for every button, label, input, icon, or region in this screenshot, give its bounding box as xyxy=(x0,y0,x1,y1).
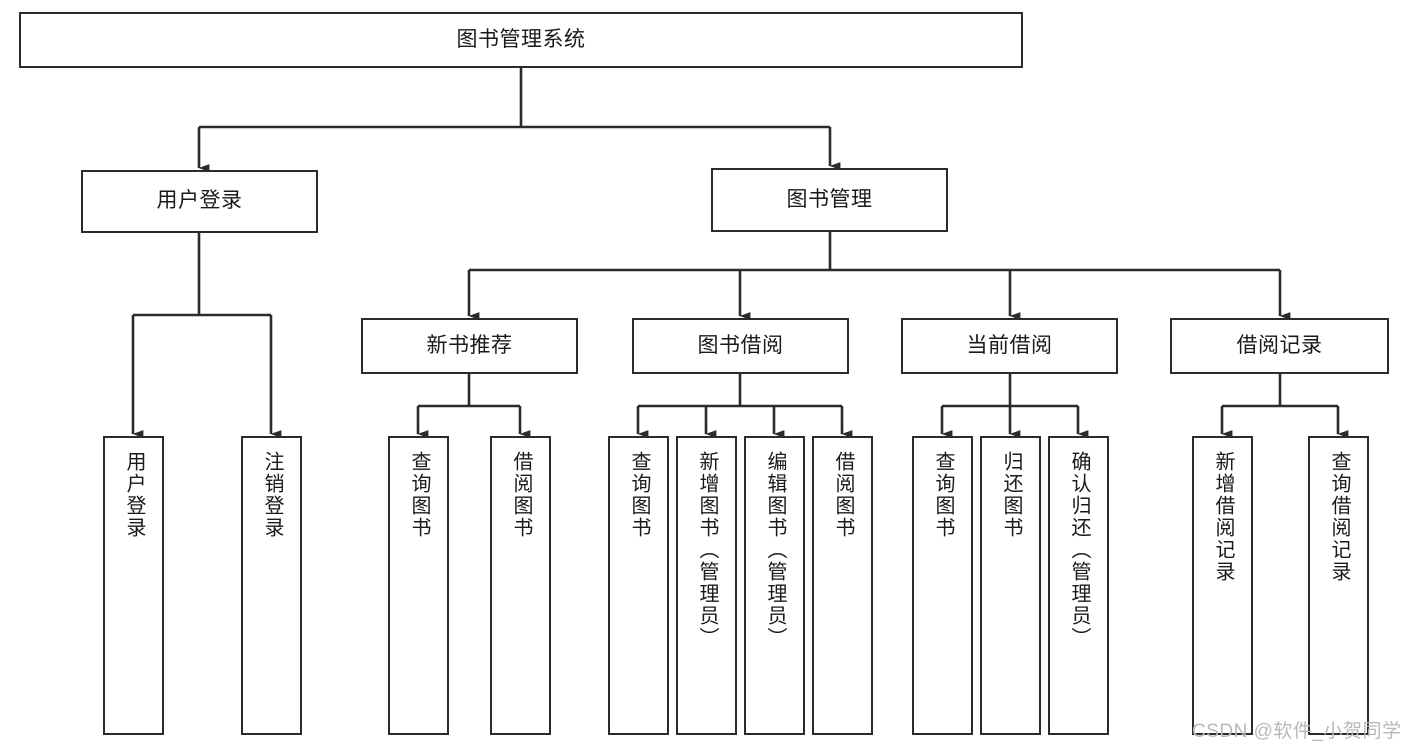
leaf-current-query-books[interactable]: 查询图书 xyxy=(912,436,973,735)
node-user-login[interactable]: 用户登录 xyxy=(81,170,318,233)
node-label: 新书推荐 xyxy=(426,333,513,357)
node-root-book-management-system[interactable]: 图书管理系统 xyxy=(19,12,1023,68)
leaf-new-book-query-books[interactable]: 查询图书 xyxy=(388,436,449,735)
leaf-user-login[interactable]: 用户登录 xyxy=(103,436,164,735)
leaf-borrow-books[interactable]: 借阅图书 xyxy=(812,436,873,735)
connector-borrow-record-to-leaves xyxy=(1220,374,1349,438)
node-label: 借阅图书 xyxy=(510,451,532,539)
node-current-borrowing[interactable]: 当前借阅 xyxy=(901,318,1118,374)
leaf-add-book-admin[interactable]: 新增图书（管理员） xyxy=(676,436,737,735)
node-label: 借阅记录 xyxy=(1236,333,1323,357)
leaf-add-borrow-record[interactable]: 新增借阅记录 xyxy=(1192,436,1253,735)
node-book-management[interactable]: 图书管理 xyxy=(711,168,948,232)
node-label: 查询图书 xyxy=(408,451,430,539)
node-book-borrowing[interactable]: 图书借阅 xyxy=(632,318,849,374)
node-label: 用户登录 xyxy=(123,451,145,539)
leaf-new-book-borrow-books[interactable]: 借阅图书 xyxy=(490,436,551,735)
node-label: 查询图书 xyxy=(932,451,954,539)
node-label: 注销登录 xyxy=(261,451,283,539)
leaf-edit-book-admin[interactable]: 编辑图书（管理员） xyxy=(744,436,805,735)
node-label: 借阅图书 xyxy=(832,451,854,539)
node-label: 图书管理 xyxy=(786,187,873,211)
node-label: 编辑图书（管理员） xyxy=(764,451,786,649)
node-label: 查询图书 xyxy=(628,451,650,539)
node-new-book-recommendation[interactable]: 新书推荐 xyxy=(361,318,578,374)
node-label: 新增借阅记录 xyxy=(1212,451,1234,583)
leaf-logout[interactable]: 注销登录 xyxy=(241,436,302,735)
node-label: 查询借阅记录 xyxy=(1328,451,1350,583)
node-label: 归还图书 xyxy=(1000,451,1022,539)
leaf-query-borrow-record[interactable]: 查询借阅记录 xyxy=(1308,436,1369,735)
node-borrowing-record[interactable]: 借阅记录 xyxy=(1170,318,1389,374)
connector-new-book-to-leaves xyxy=(416,374,531,438)
node-label: 新增图书（管理员） xyxy=(696,451,718,649)
leaf-confirm-return-admin[interactable]: 确认归还（管理员） xyxy=(1048,436,1109,735)
leaf-borrow-query-books[interactable]: 查询图书 xyxy=(608,436,669,735)
connector-book-manage-to-level3 xyxy=(467,232,1291,320)
connector-user-login-to-leaves xyxy=(131,233,282,438)
node-label: 图书管理系统 xyxy=(456,27,586,51)
node-label: 用户登录 xyxy=(156,189,243,213)
node-label: 当前借阅 xyxy=(966,333,1053,357)
leaf-return-books[interactable]: 归还图书 xyxy=(980,436,1041,735)
node-label: 图书借阅 xyxy=(697,333,784,357)
node-label: 确认归还（管理员） xyxy=(1068,451,1090,649)
connector-current-borrow-to-leaves xyxy=(940,374,1089,438)
connector-book-borrow-to-leaves xyxy=(636,374,853,438)
connector-root-to-level2 xyxy=(197,68,841,172)
